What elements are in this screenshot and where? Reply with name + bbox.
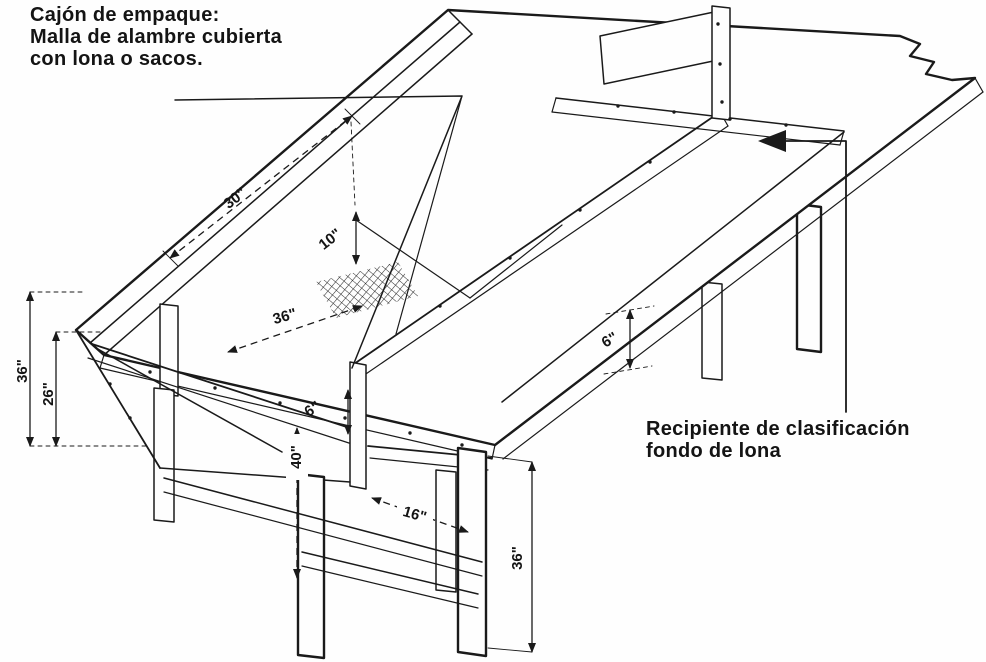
mid-front-leg <box>456 446 488 658</box>
dim-label-leg-height: 36" <box>509 546 526 570</box>
right-edge-face <box>502 91 984 460</box>
gable-diagonal <box>75 329 161 469</box>
dim-label-side-depth: 6" <box>599 329 621 351</box>
dim-tick <box>487 647 533 653</box>
wire-mesh-panel <box>316 262 418 318</box>
cross-batten-top <box>555 97 845 132</box>
hopper-slope-top <box>91 343 357 431</box>
front-legs-and-rails <box>163 446 488 660</box>
nail-dot <box>578 208 582 212</box>
dim-tick <box>487 455 533 463</box>
dim-extension <box>603 365 653 375</box>
nail-dot <box>720 100 724 104</box>
mid-rear-leg <box>435 469 457 593</box>
bottom-rail-2-bottom <box>301 565 479 609</box>
hopper-apex-post <box>349 361 367 490</box>
label-packing-box-line1: Cajón de empaque: <box>30 4 220 26</box>
rear-leg-tall <box>795 202 823 354</box>
nail-dot <box>672 110 676 114</box>
nail-dot <box>278 401 282 405</box>
nail-dot <box>213 386 217 390</box>
nail-dot <box>438 304 442 308</box>
dim-label-backplate <box>286 434 308 480</box>
nail-dot <box>128 416 132 420</box>
dim-label-end-height-inner: 26" <box>40 382 57 406</box>
nail-dot <box>108 382 112 386</box>
nail-dot <box>343 416 347 420</box>
dim-label-clearance: 40" <box>288 445 305 469</box>
dim-label-backplate <box>397 504 433 524</box>
gable-brace <box>95 347 283 453</box>
rear-leg-small <box>701 281 723 381</box>
label-packing-box-line2: Malla de alambre cubierta <box>30 26 283 48</box>
nail-dot <box>508 256 512 260</box>
leader-lines <box>174 95 847 413</box>
canvas-fold-line-2 <box>469 224 563 299</box>
dim-tick <box>344 108 361 125</box>
rear-legs <box>701 202 823 381</box>
divider-top-edge <box>353 111 721 365</box>
dimension-annotations: 30" 10" 36" 36" 26" 6" 40" <box>14 108 655 653</box>
nail-dot <box>784 123 788 127</box>
nail-dot <box>648 160 652 164</box>
left-front-leg <box>296 472 326 660</box>
nail-dot <box>728 117 732 121</box>
label-sorting-container: Recipiente de clasificación fondo de lon… <box>646 418 910 462</box>
nail-dot <box>718 62 722 66</box>
container-label-leader <box>783 140 847 413</box>
packing-label-leader-branch <box>395 95 463 335</box>
right-edge-far-cap <box>974 77 984 93</box>
near-edge-left-cap <box>99 354 105 369</box>
left-end-short-leg <box>153 387 175 523</box>
bottom-rail-1-bottom <box>163 491 483 577</box>
packing-hopper <box>75 303 493 523</box>
table-top-outline <box>74 8 977 447</box>
label-packing-box-line3: con lona o sacos. <box>30 48 203 70</box>
dim-label-end-height-outer: 36" <box>14 359 31 383</box>
dim-tick <box>162 250 179 267</box>
bottom-rail-1-top <box>163 477 483 563</box>
left-rail-far-cap <box>447 9 473 35</box>
canvas-fold-line-1 <box>355 219 471 299</box>
nail-dot <box>408 431 412 435</box>
label-sorting-container-line1: Recipiente de clasificación <box>646 418 910 440</box>
dim-label-rail-offset: 16" <box>401 503 429 526</box>
dim-extension <box>605 305 655 315</box>
nail-dot <box>148 370 152 374</box>
nail-dot <box>616 104 620 108</box>
cross-batten-left-cap <box>551 97 557 113</box>
container-leader-arrowhead <box>758 130 786 152</box>
nail-dot <box>460 443 464 447</box>
dim-label-deck-width: 36" <box>271 305 299 328</box>
table-top <box>74 5 984 460</box>
dim-line-box-length <box>169 115 353 259</box>
hopper-slope-bottom <box>87 357 353 445</box>
dim-connector <box>350 121 356 206</box>
label-packing-box: Cajón de empaque: Malla de alambre cubie… <box>30 4 282 70</box>
front-corner-post <box>159 303 179 397</box>
divider-face-edge <box>359 125 729 379</box>
nail-dot <box>716 22 720 26</box>
trough-inner-wall <box>501 131 845 403</box>
nail-dots <box>108 22 788 447</box>
label-sorting-container-line2: fondo de lona <box>646 440 781 462</box>
cross-batten-bottom <box>551 111 841 146</box>
bottom-rail-2-top <box>301 551 479 595</box>
